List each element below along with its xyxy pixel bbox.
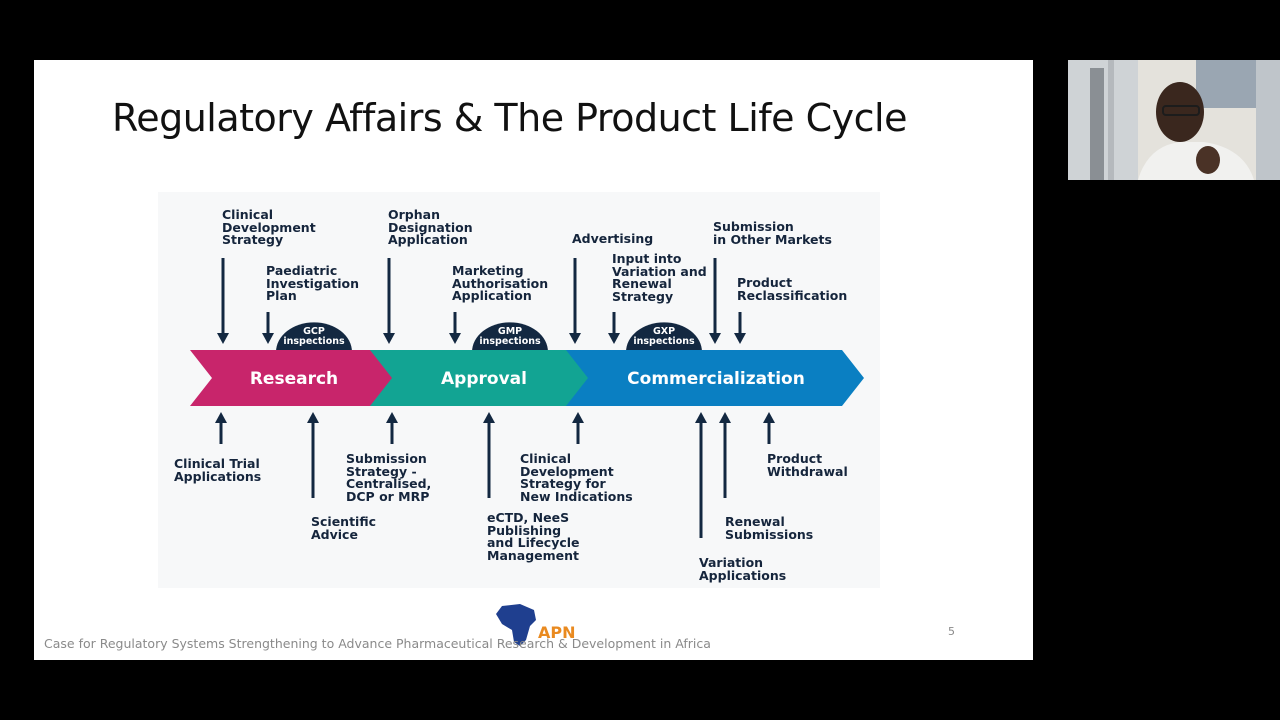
top-activity-label: Product Reclassification [737, 277, 847, 302]
down-arrow-head [734, 333, 746, 344]
down-arrow-head [709, 333, 721, 344]
bottom-activity-label: eCTD, NeeS Publishing and Lifecycle Mana… [487, 512, 580, 562]
stage-label: Approval [441, 369, 527, 389]
presentation-slide: Regulatory Affairs & The Product Life Cy… [34, 60, 1033, 660]
top-activity-label: Clinical Development Strategy [222, 209, 316, 247]
top-activity-label: Paediatric Investigation Plan [266, 265, 359, 303]
bottom-activity-label: Product Withdrawal [767, 453, 848, 478]
presenter-video [1068, 60, 1280, 180]
bottom-activity-label: Clinical Trial Applications [174, 458, 261, 483]
top-activity-label: Submission in Other Markets [713, 221, 832, 246]
top-activity-label: Orphan Designation Application [388, 209, 473, 247]
stage-label: Research [250, 369, 338, 389]
down-arrow-head [217, 333, 229, 344]
top-activity-label: Marketing Authorisation Application [452, 265, 548, 303]
up-arrow-head [572, 412, 584, 423]
page-number: 5 [948, 625, 955, 638]
bottom-activity-label: Variation Applications [699, 557, 786, 582]
down-arrow-head [383, 333, 395, 344]
top-activity-label: Advertising [572, 233, 653, 246]
up-arrow-head [386, 412, 398, 423]
up-arrow-head [719, 412, 731, 423]
up-arrow-head [763, 412, 775, 423]
top-activity-label: Input into Variation and Renewal Strateg… [612, 253, 707, 303]
up-arrow-head [307, 412, 319, 423]
down-arrow-head [449, 333, 461, 344]
slide-title: Regulatory Affairs & The Product Life Cy… [112, 96, 907, 140]
stage-label: Commercialization [627, 369, 805, 389]
down-arrow-head [569, 333, 581, 344]
down-arrow-head [608, 333, 620, 344]
bottom-activity-label: Clinical Development Strategy for New In… [520, 453, 633, 503]
slide-footer: Case for Regulatory Systems Strengthenin… [44, 636, 711, 651]
bottom-activity-label: Submission Strategy - Centralised, DCP o… [346, 453, 431, 503]
up-arrow-head [483, 412, 495, 423]
presenter-video-feed [1068, 60, 1280, 180]
down-arrow-head [262, 333, 274, 344]
bottom-activity-label: Renewal Submissions [725, 516, 813, 541]
up-arrow-head [215, 412, 227, 423]
bottom-activity-label: Scientific Advice [311, 516, 376, 541]
up-arrow-head [695, 412, 707, 423]
